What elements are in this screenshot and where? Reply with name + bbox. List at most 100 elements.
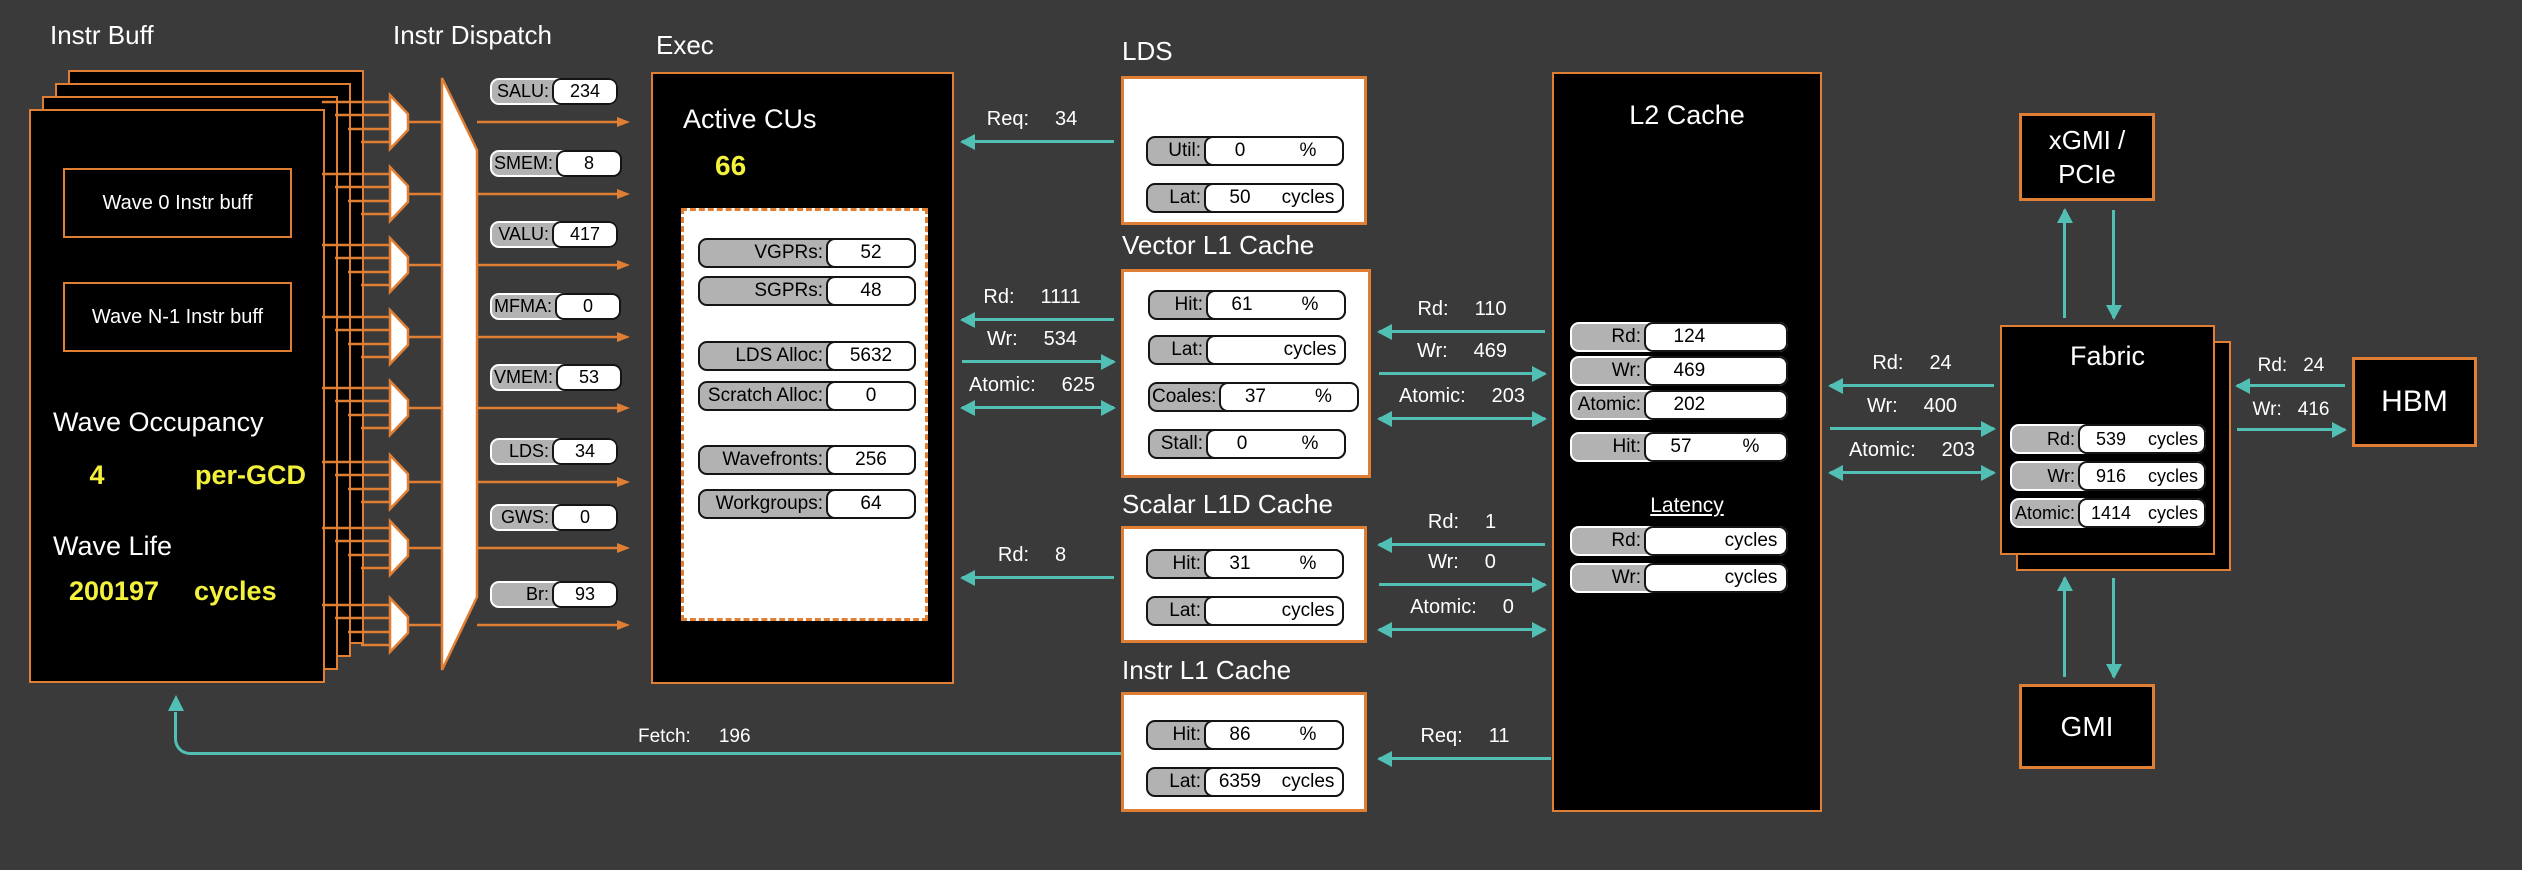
dispatch-wiring-diagram — [322, 77, 630, 671]
vector-l1-box: Hit: 61% Lat: cycles Coales: 37% Stall: … — [1121, 269, 1371, 478]
row-label: Wr: — [1611, 567, 1641, 588]
row-label: Workgroups: — [715, 493, 823, 514]
row-label: SGPRs: — [754, 280, 823, 301]
dispatch-row-mfma: MFMA: 0 — [490, 293, 621, 320]
exec-vl1-rd-arrow — [960, 311, 1114, 328]
scalar-l1d-box: Hit: 31% Lat: cycles — [1121, 526, 1367, 643]
row-value: cycles — [1204, 596, 1344, 626]
l2-fabric-rd-label: Rd:24 — [1872, 352, 1952, 374]
dispatch-mux — [388, 451, 410, 513]
dispatch-row-lds: LDS: 34 — [490, 438, 618, 465]
il1-l2-req-arrow — [1377, 750, 1551, 767]
exec-title: Exec — [656, 30, 714, 60]
fetch-label: Fetch:196 — [638, 726, 751, 747]
exec-panel: Active CUs 66 VGPRs: 52 SGPRs: 48 LDS Al… — [651, 72, 954, 684]
wave-life-value: 200197 — [68, 576, 160, 606]
fabric-to-xgmi-arrow — [2056, 208, 2073, 318]
row-label: SALU: — [496, 81, 549, 101]
dispatch-mux — [388, 517, 410, 579]
row-value: 417 — [552, 221, 618, 248]
exec-row-wavefronts: Wavefronts: 256 — [698, 445, 916, 475]
fabric-title: Fabric — [2069, 341, 2145, 371]
dispatch-row-br: Br: 93 — [490, 581, 618, 608]
xgmi-to-fabric-arrow — [2105, 210, 2122, 320]
wave0-label: Wave 0 Instr buff — [102, 191, 253, 214]
active-cus-value: 66 — [715, 150, 747, 181]
row-label: Lat: — [1169, 187, 1201, 208]
scalar-l1d-title: Scalar L1D Cache — [1122, 489, 1333, 519]
dispatch-row-smem: SMEM: 8 — [490, 150, 623, 177]
row-label: Hit: — [1172, 724, 1202, 745]
wave-occupancy-unit: per-GCD — [195, 460, 307, 490]
row-value: 0% — [1204, 136, 1344, 166]
row-value: 234 — [552, 78, 618, 105]
row-value: 37% — [1219, 382, 1360, 412]
row-label: Atomic: — [2014, 502, 2075, 523]
instr-dispatch-title: Instr Dispatch — [393, 20, 552, 50]
exec-row-lds-alloc: LDS Alloc: 5632 — [698, 341, 916, 371]
exec-inner-box: VGPRs: 52 SGPRs: 48 LDS Alloc: 5632 Scra… — [681, 208, 928, 621]
exec-row-vgprs: VGPRs: 52 — [698, 238, 916, 268]
exec-lds-req-label: Req:34 — [986, 108, 1078, 130]
exec-lds-req-arrow — [960, 133, 1114, 150]
dispatch-mux — [388, 163, 410, 225]
row-label: Lat: — [1171, 339, 1203, 360]
l2-latency-wr-row: Wr: cycles — [1570, 563, 1788, 593]
row-value: 93 — [552, 581, 618, 608]
l2-cache-title: L2 Cache — [1629, 100, 1745, 130]
exec-vl1-atomic-arrow — [960, 399, 1116, 416]
row-label: VGPRs: — [754, 242, 823, 263]
fabric-hbm-wr-label: Wr:416 — [2252, 399, 2330, 420]
fetch-arrow — [167, 695, 1121, 755]
row-value: 64 — [826, 489, 916, 519]
row-value: 57% — [1644, 432, 1788, 462]
exec-row-scratch-alloc: Scratch Alloc: 0 — [698, 381, 916, 411]
dispatch-mux — [388, 234, 410, 296]
row-label: Br: — [525, 584, 549, 604]
hbm-box: HBM — [2352, 357, 2477, 447]
row-value: 202 — [1644, 390, 1788, 420]
row-label: VALU: — [498, 224, 549, 244]
row-value: 8 — [556, 150, 623, 177]
row-label: Lat: — [1169, 771, 1201, 792]
row-label: Hit: — [1612, 436, 1642, 457]
il1-l2-req-label: Req:11 — [1420, 725, 1510, 747]
sl1d-l2-wr-arrow — [1379, 576, 1547, 593]
l2-rd-row: Rd: 124 — [1570, 322, 1788, 352]
row-value: 34 — [552, 438, 618, 465]
row-value: 0% — [1206, 429, 1346, 459]
sl1d-l2-atomic-arrow — [1377, 621, 1547, 638]
wave-occupancy-label: Wave Occupancy — [53, 407, 264, 437]
wave-life-label: Wave Life — [53, 531, 173, 561]
fabric-hbm-wr-arrow — [2237, 421, 2347, 438]
l2-latency-title: Latency — [1650, 494, 1724, 517]
row-value: 52 — [826, 238, 916, 268]
row-label: Coales: — [1152, 386, 1217, 407]
fabric-hbm-rd-arrow — [2235, 377, 2345, 394]
dispatch-mux — [388, 377, 410, 439]
xgmi-label-line1: xGMI / — [2048, 125, 2126, 155]
row-label: Stall: — [1160, 433, 1203, 454]
active-cus-label: Active CUs — [683, 104, 817, 134]
row-value: 0 — [826, 381, 916, 411]
row-label: MFMA: — [494, 296, 552, 316]
vector-l1-title: Vector L1 Cache — [1122, 230, 1315, 260]
wave-life-unit: cycles — [194, 576, 277, 606]
dispatch-mux — [388, 91, 410, 153]
row-label: SMEM: — [494, 153, 554, 173]
sl1d-l2-rd-arrow — [1377, 536, 1545, 553]
vl1-hit-row: Hit: 61% — [1148, 290, 1346, 320]
vl1-l2-atomic-arrow — [1377, 410, 1547, 427]
vl1-l2-atomic-label: Atomic:203 — [1398, 385, 1526, 407]
gmi-label: GMI — [2060, 710, 2114, 742]
row-value: cycles — [1206, 335, 1346, 365]
dispatch-mux — [388, 594, 410, 656]
vl1-stall-row: Stall: 0% — [1148, 429, 1346, 459]
